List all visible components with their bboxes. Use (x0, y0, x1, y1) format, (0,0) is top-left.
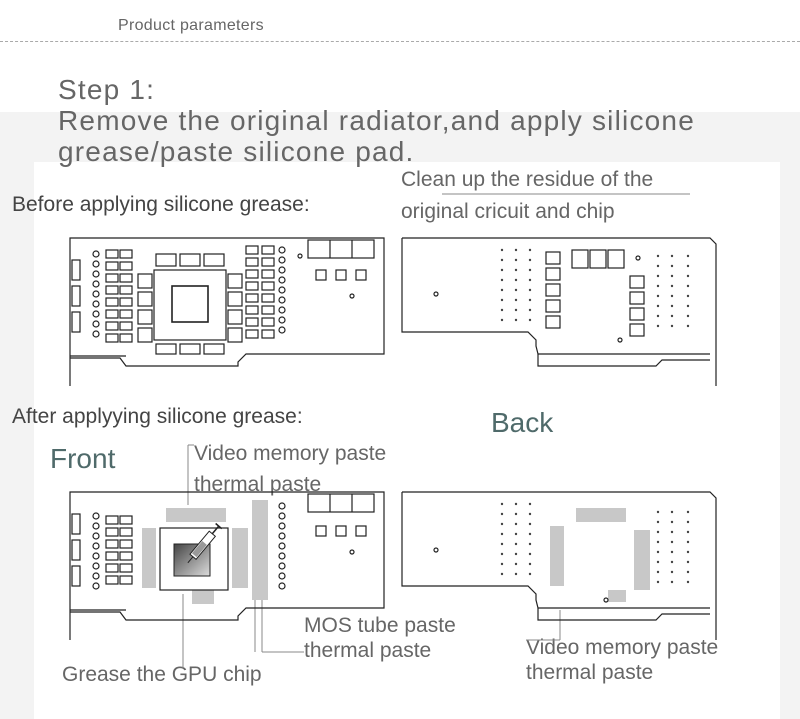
board-before-back (401, 237, 717, 386)
cleanup-label-line-1: Clean up the residue of the (401, 168, 654, 191)
step-heading: Step 1: Remove the original radiator,and… (58, 74, 695, 167)
cleanup-label-line-2: original cricuit and chip (401, 200, 615, 223)
back-memory-pad-right (634, 530, 650, 590)
back-label: Back (491, 407, 554, 438)
back-memory-pad-left (550, 526, 564, 586)
video-memory-front-line-2: thermal paste (194, 473, 322, 496)
header-divider (0, 41, 800, 42)
step-line-1: Remove the original radiator,and apply s… (58, 105, 695, 136)
section-header: Product parameters (0, 0, 800, 44)
before-label: Before applying silicone grease: (12, 193, 310, 216)
header-title: Product parameters (118, 17, 264, 34)
mos-tube-line-2: thermal paste (304, 639, 432, 662)
grease-gpu-label: Grease the GPU chip (62, 663, 262, 686)
content-panel (34, 162, 780, 719)
syringe-icon (187, 522, 223, 564)
video-memory-back-line-1: Video memory paste (526, 636, 719, 659)
board-after-back (401, 491, 717, 640)
step-title: Step 1: (58, 74, 156, 105)
video-memory-front-line-1: Video memory paste (194, 442, 387, 465)
board-after-front (69, 491, 385, 640)
video-memory-back-line-2: thermal paste (526, 661, 654, 684)
front-label: Front (50, 443, 116, 474)
mos-pad (252, 500, 268, 600)
memory-pad (166, 508, 226, 522)
after-label: After applyying silicone grease: (12, 405, 303, 428)
board-before-front (69, 237, 385, 386)
back-memory-pad-top (576, 508, 626, 522)
mos-tube-line-1: MOS tube paste (304, 614, 456, 637)
step-line-2: grease/paste silicone pad. (58, 136, 415, 167)
